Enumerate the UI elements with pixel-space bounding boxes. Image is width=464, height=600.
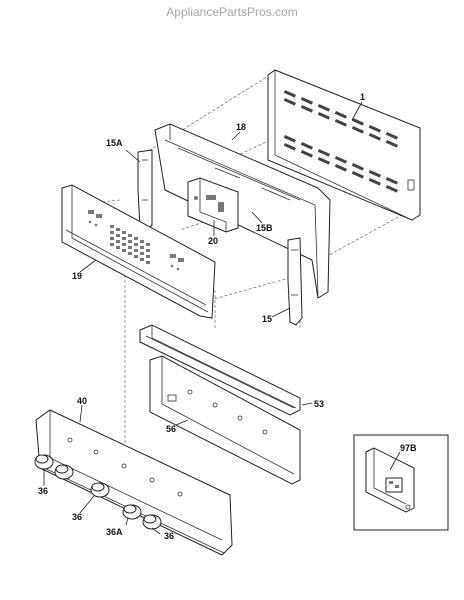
knob-3 [90, 482, 110, 498]
part-15-right-bracket [287, 237, 303, 326]
knob-1 [34, 454, 54, 470]
part-20-control-board [187, 177, 239, 233]
callout-18: 18 [236, 122, 246, 132]
inset-97b-box [353, 434, 449, 531]
vent-slots-upper [283, 89, 398, 148]
callout-36a: 36A [106, 527, 123, 537]
watermark-text: AppliancePartsPros.com [166, 5, 297, 19]
leader-lines [43, 101, 401, 535]
knob-2 [54, 464, 74, 480]
callout-36-third: 36 [164, 531, 174, 541]
knob-5 [142, 514, 162, 530]
callout-20: 20 [208, 236, 218, 246]
knob-4 [122, 504, 142, 520]
callout-40: 40 [77, 396, 87, 406]
callout-36-second: 36 [72, 512, 82, 522]
part-40-lower-panel [35, 409, 233, 556]
callout-19: 19 [72, 271, 82, 281]
vent-slots-lower [283, 135, 398, 193]
part-15a-left-bracket [137, 149, 153, 233]
part-56-manifold-panel [149, 355, 301, 485]
callout-15a: 15A [106, 138, 123, 148]
part-1-back-panel [267, 69, 421, 221]
part-53-manifold-rail [139, 324, 301, 416]
callout-labels: 1 18 15A 20 15B 19 15 53 40 56 97B 36 36… [38, 92, 417, 541]
part-18-top-trim [154, 123, 331, 299]
callout-36-first: 36 [38, 486, 48, 496]
callout-15b: 15B [256, 223, 273, 233]
display-grid [110, 225, 150, 264]
callout-15: 15 [262, 314, 272, 324]
callout-1: 1 [360, 92, 365, 102]
callout-53: 53 [314, 399, 324, 409]
callout-56: 56 [166, 424, 176, 434]
callout-97b: 97B [400, 443, 417, 453]
part-19-control-panel [61, 184, 216, 319]
